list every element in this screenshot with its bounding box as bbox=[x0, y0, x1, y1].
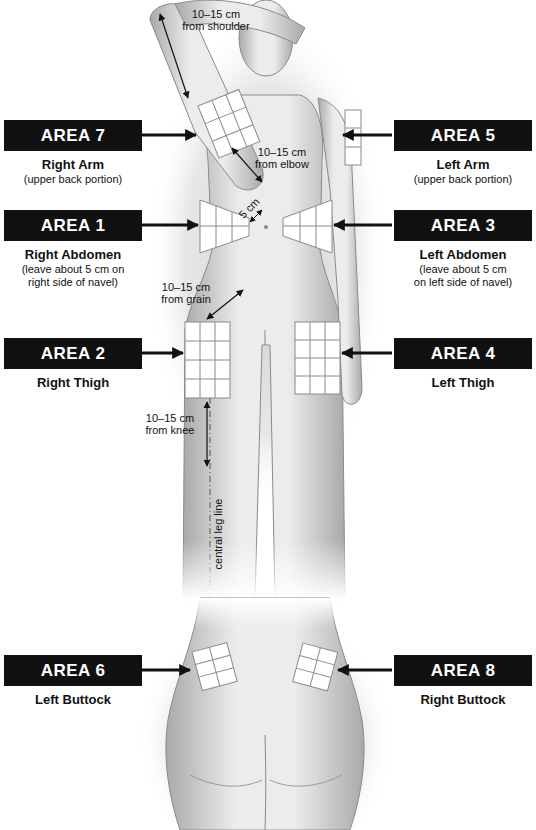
grid-cell-block bbox=[198, 90, 260, 158]
dimension-arrow bbox=[206, 402, 207, 466]
area-number: AREA 4 bbox=[394, 338, 532, 369]
navel bbox=[264, 225, 268, 229]
leader-arrow bbox=[342, 352, 392, 355]
area-note: (upper back portion) bbox=[394, 172, 532, 186]
area-callout: AREA 8 Right Buttock bbox=[394, 655, 532, 707]
leader-arrow bbox=[343, 134, 392, 137]
area-name: Left Arm bbox=[394, 157, 532, 172]
dimension-label: 10–15 cm from knee bbox=[140, 412, 200, 436]
area-grid bbox=[185, 322, 230, 398]
leader-arrow bbox=[142, 224, 198, 227]
grid-cell-block bbox=[295, 322, 340, 394]
area-number: AREA 1 bbox=[4, 210, 142, 241]
grid-lines bbox=[295, 322, 340, 394]
area-name: Right Thigh bbox=[4, 375, 142, 390]
fade-band bbox=[0, 540, 536, 600]
grid-lines bbox=[198, 90, 260, 158]
back-outline bbox=[166, 598, 364, 830]
fade-band bbox=[0, 598, 536, 628]
area-grid bbox=[295, 322, 340, 394]
area-callout: AREA 1 Right Abdomen(leave about 5 cm on … bbox=[4, 210, 142, 289]
area-grid bbox=[192, 643, 237, 691]
area-grid bbox=[198, 90, 260, 158]
grid-cell-block bbox=[283, 200, 332, 253]
area-name: Left Abdomen bbox=[394, 247, 532, 262]
area-name: Right Buttock bbox=[394, 692, 532, 707]
area-name: Left Buttock bbox=[4, 692, 142, 707]
area-number: AREA 2 bbox=[4, 338, 142, 369]
area-number: AREA 8 bbox=[394, 655, 532, 686]
area-grid bbox=[283, 200, 332, 253]
grid-cell-block bbox=[345, 110, 361, 165]
leader-arrow bbox=[338, 669, 392, 672]
area-number: AREA 6 bbox=[4, 655, 142, 686]
area-name: Right Arm bbox=[4, 157, 142, 172]
dimension-label: central leg line bbox=[212, 484, 224, 584]
right-arm-outline bbox=[150, 4, 263, 190]
buttock-crease bbox=[265, 735, 267, 830]
forearm-outline bbox=[175, 0, 305, 44]
grid-lines bbox=[185, 322, 230, 398]
dimension-label: 10–15 cm from shoulder bbox=[180, 8, 252, 32]
grid-cell-block bbox=[192, 643, 237, 691]
grid-lines bbox=[293, 643, 338, 691]
dimension-arrow bbox=[207, 290, 243, 319]
area-number: AREA 3 bbox=[394, 210, 532, 241]
area-note: (upper back portion) bbox=[4, 172, 142, 186]
grid-lines bbox=[283, 206, 332, 247]
crotch-line bbox=[265, 330, 266, 345]
grid-lines bbox=[345, 128, 361, 147]
area-callout: AREA 4 Left Thigh bbox=[394, 338, 532, 390]
torso-legs-outline bbox=[183, 95, 345, 600]
leader-arrow bbox=[142, 134, 196, 137]
area-callout: AREA 3 Left Abdomen(leave about 5 cm on l… bbox=[394, 210, 532, 289]
buttock-fold bbox=[190, 775, 342, 786]
area-note: (leave about 5 cm on right side of navel… bbox=[4, 262, 142, 289]
dimension-label: 10–15 cm from grain bbox=[150, 281, 222, 305]
area-callout: AREA 2 Right Thigh bbox=[4, 338, 142, 390]
area-number: AREA 5 bbox=[394, 120, 532, 151]
grid-lines bbox=[192, 643, 237, 691]
area-callout: AREA 5 Left Arm(upper back portion) bbox=[394, 120, 532, 186]
area-name: Right Abdomen bbox=[4, 247, 142, 262]
grid-cell-block bbox=[293, 643, 338, 691]
area-name: Left Thigh bbox=[394, 375, 532, 390]
area-callout: AREA 7 Right Arm(upper back portion) bbox=[4, 120, 142, 186]
leader-arrow bbox=[142, 669, 190, 672]
area-callout: AREA 6 Left Buttock bbox=[4, 655, 142, 707]
area-grid bbox=[293, 643, 338, 691]
area-grid bbox=[345, 110, 361, 165]
area-note: (leave about 5 cm on left side of navel) bbox=[394, 262, 532, 289]
dimension-label: 10–15 cm from elbow bbox=[246, 146, 318, 170]
leader-arrow bbox=[142, 352, 183, 355]
area-number: AREA 7 bbox=[4, 120, 142, 151]
grid-cell-block bbox=[185, 322, 230, 398]
leader-arrow bbox=[334, 224, 392, 227]
